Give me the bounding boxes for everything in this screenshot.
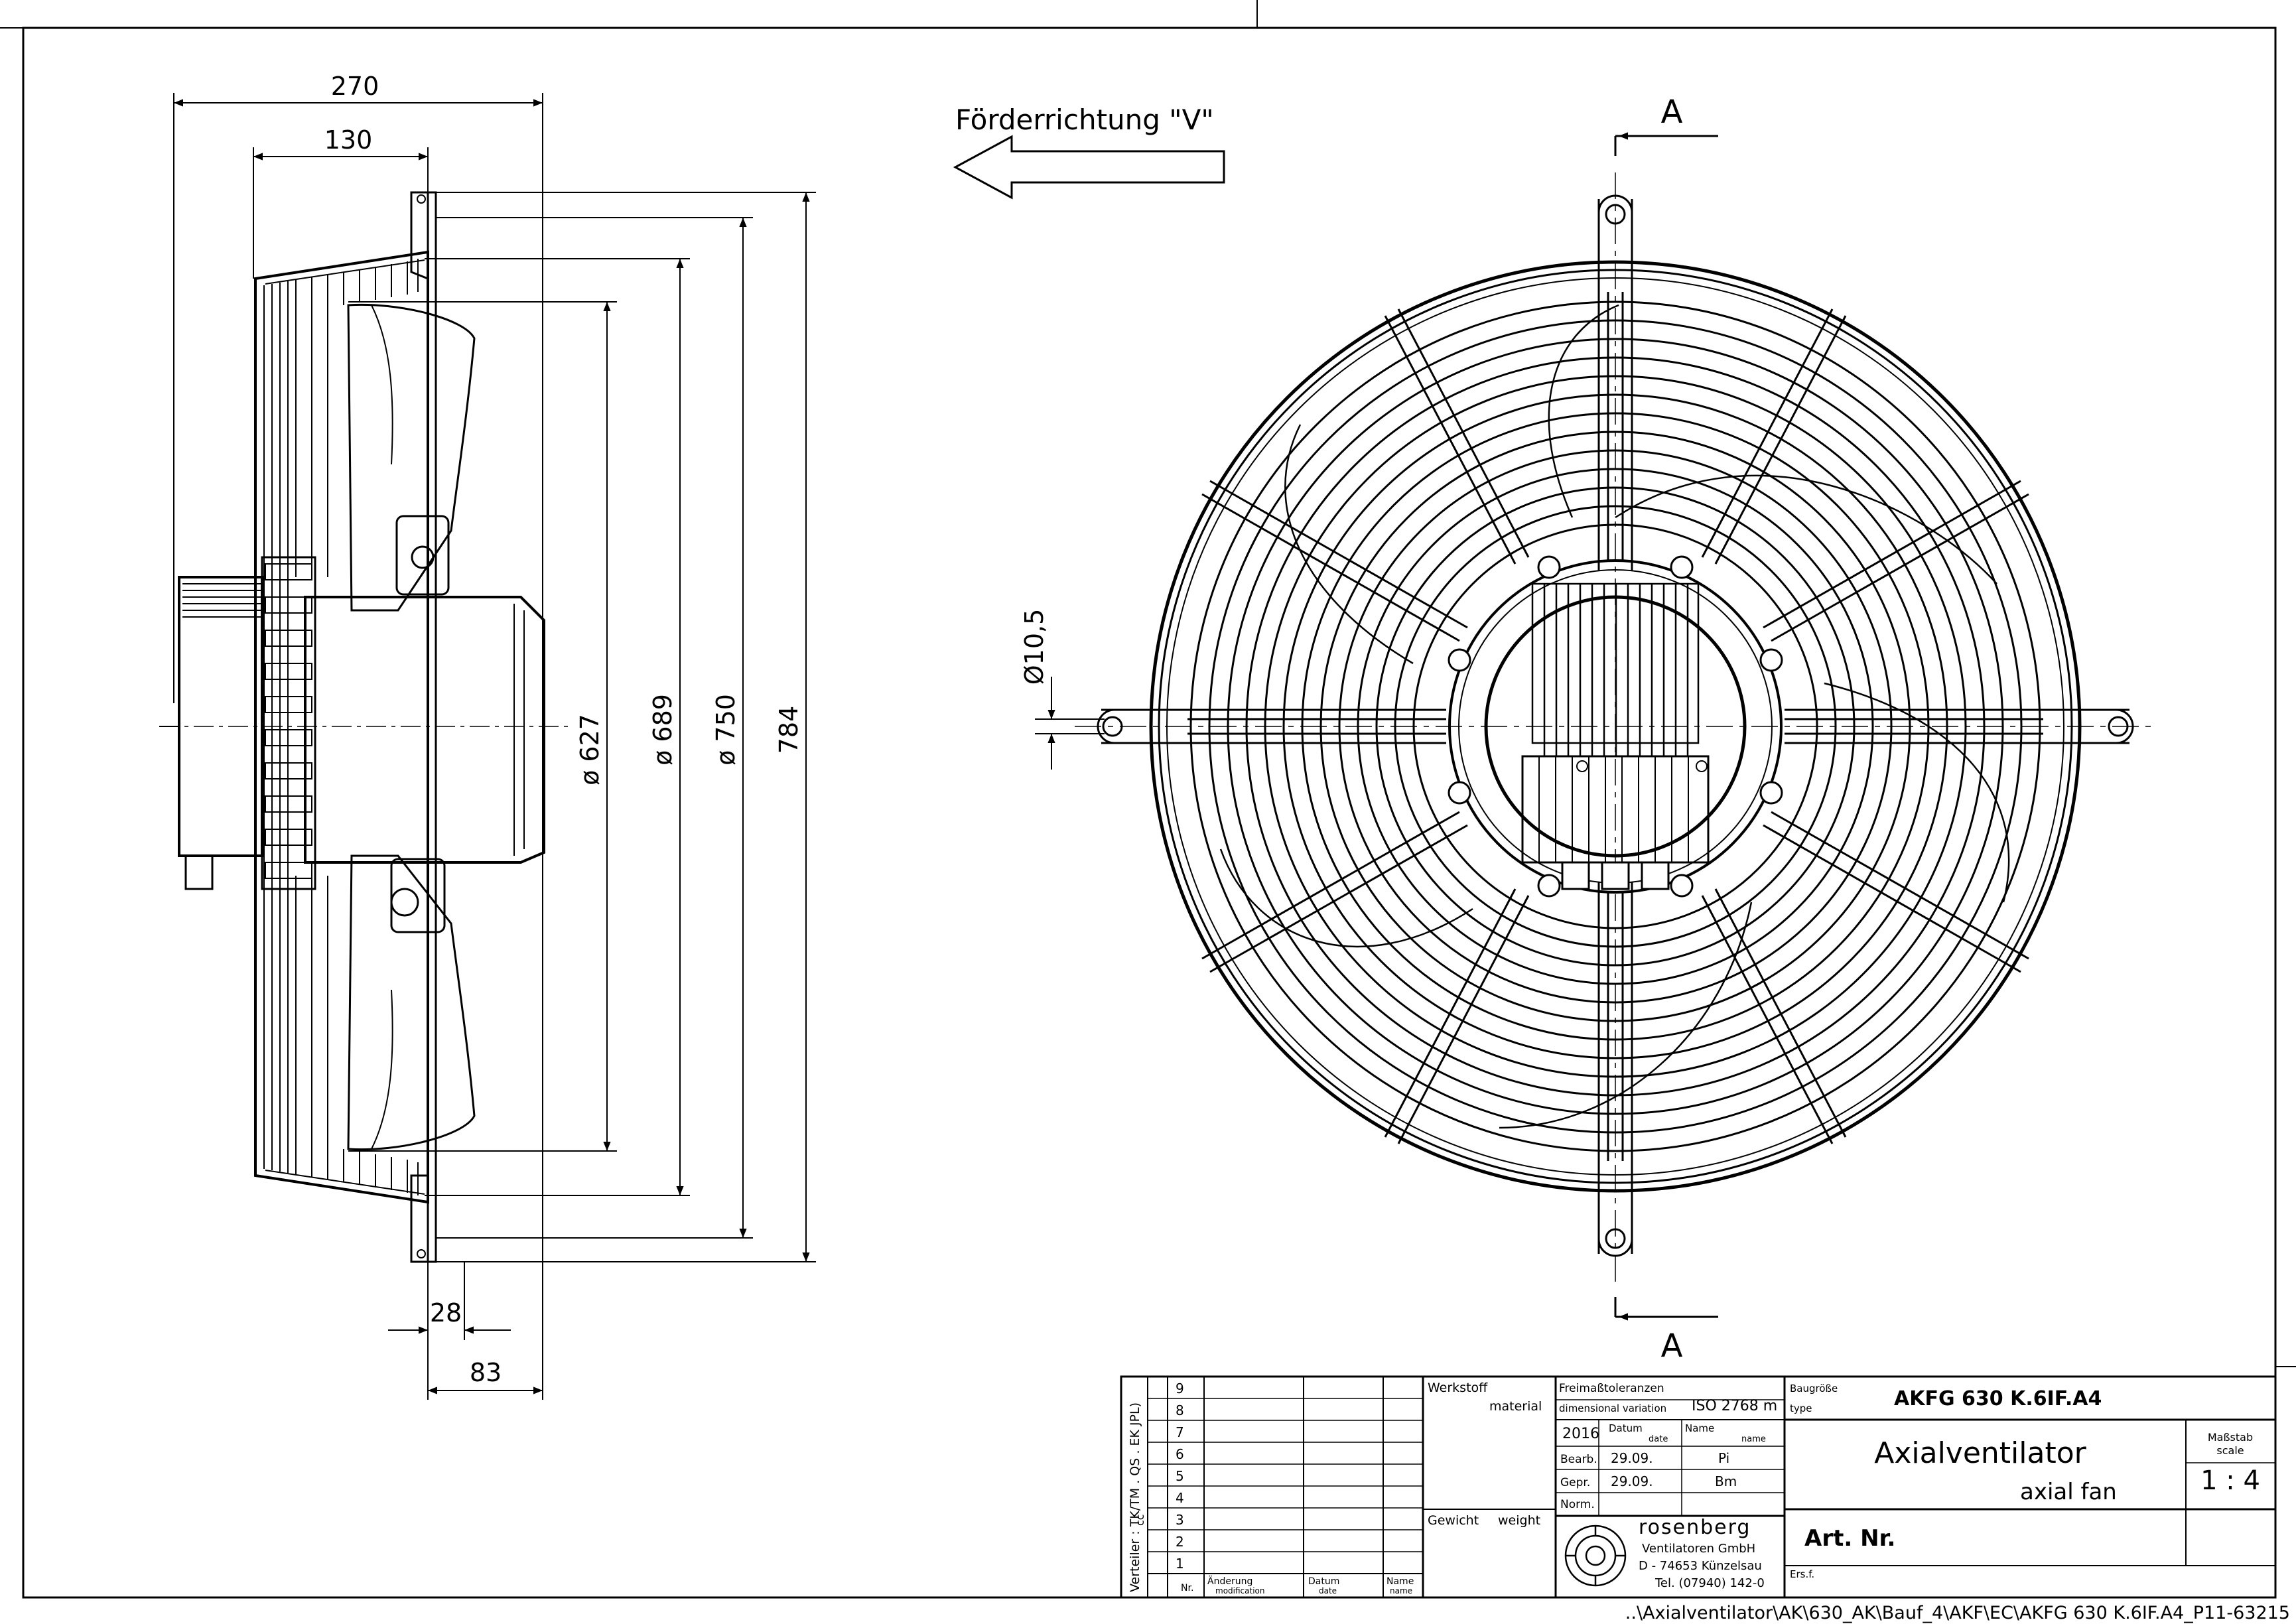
rev-header-change-en: modification xyxy=(1215,1586,1264,1595)
revision-row-numbers: 9 8 7 6 5 4 3 2 1 xyxy=(1176,1381,1184,1572)
flow-direction: Förderrichtung "V" xyxy=(953,103,1225,200)
rev-header-nr: Nr. xyxy=(1181,1583,1193,1593)
flow-direction-label: Förderrichtung "V" xyxy=(955,103,1214,136)
date-label: date xyxy=(1649,1434,1668,1444)
rev-header-date-en: date xyxy=(1319,1586,1337,1595)
rev-num: 2 xyxy=(1176,1534,1184,1550)
file-path: ..\Axialventilator\AK\630_AK\Bauf_4\AKF\… xyxy=(1625,1603,2290,1623)
dim-130: 130 xyxy=(324,125,373,155)
datum-label: Datum xyxy=(1609,1422,1643,1434)
rev-header-date: Datum xyxy=(1308,1576,1339,1587)
dim-784: 784 xyxy=(774,706,803,754)
company-name: rosenberg xyxy=(1639,1516,1751,1539)
rev-num: 9 xyxy=(1176,1381,1184,1396)
year-value: 2016 xyxy=(1562,1426,1599,1442)
flow-arrow-icon xyxy=(953,135,1225,200)
norm-label: Norm. xyxy=(1560,1498,1595,1511)
material-label: material xyxy=(1489,1399,1542,1414)
dim-28: 28 xyxy=(430,1298,462,1327)
size-en-label: type xyxy=(1790,1402,1812,1414)
iso-value: ISO 2768 m xyxy=(1692,1398,1777,1414)
bearb-date: 29.09. xyxy=(1611,1450,1653,1466)
rev-num: 3 xyxy=(1176,1512,1184,1528)
hole-dimension: Ø10,5 xyxy=(1020,609,1105,770)
rev-num: 8 xyxy=(1176,1402,1184,1418)
tolerances-de: Freimaßtoleranzen xyxy=(1559,1382,1664,1395)
company-logo xyxy=(1564,1524,1627,1587)
cooling-fins xyxy=(1531,582,1700,756)
gewicht-label: Gewicht xyxy=(1428,1513,1479,1528)
dim-dia-750: ø 750 xyxy=(711,694,740,766)
company-line2: Ventilatoren GmbH xyxy=(1642,1542,1755,1556)
title-de: Axialventilator xyxy=(1874,1436,2086,1470)
scale-value: 1 : 4 xyxy=(2200,1465,2260,1496)
rev-num: 6 xyxy=(1176,1446,1184,1462)
side-view xyxy=(159,191,571,1263)
rev-num: 7 xyxy=(1176,1424,1184,1440)
section-a-top: A xyxy=(1661,94,1683,131)
weight-label: weight xyxy=(1498,1513,1540,1528)
gepr-name: Bm xyxy=(1715,1473,1737,1489)
guard-rings xyxy=(1189,301,2041,1152)
bearb-name: Pi xyxy=(1718,1450,1729,1466)
rev-header-change: Änderung xyxy=(1207,1575,1252,1587)
size-de-label: Baugröße xyxy=(1790,1383,1838,1394)
tolerances-en: dimensional variation xyxy=(1559,1402,1666,1414)
gepr-label: Gepr. xyxy=(1560,1476,1590,1489)
verteiler-cc: cc xyxy=(1134,1514,1146,1526)
bearb-label: Bearb. xyxy=(1560,1453,1597,1466)
rev-header-name: Name xyxy=(1386,1576,1414,1587)
section-markers: A A xyxy=(1614,94,1718,1365)
grille-wires xyxy=(263,259,419,1195)
scale-de-label: Maßstab xyxy=(2208,1431,2253,1444)
dim-270: 270 xyxy=(331,72,379,101)
rev-num: 4 xyxy=(1176,1490,1184,1506)
rev-header-name-en: name xyxy=(1390,1586,1412,1595)
section-a-bottom: A xyxy=(1661,1327,1683,1365)
type-value: AKFG 630 K.6IF.A4 xyxy=(1894,1387,2102,1410)
front-view xyxy=(1075,172,2156,1284)
guard-struts xyxy=(1187,292,2043,1161)
verteiler-label: Verteiler : TK/TM . QS . EK JPL) xyxy=(1128,1402,1142,1592)
title-block-text: Verteiler : TK/TM . QS . EK JPL) cc 9 8 … xyxy=(1128,1381,2260,1595)
scale-en-label: scale xyxy=(2216,1444,2244,1457)
ersf-label: Ers.f. xyxy=(1790,1568,1814,1580)
name-en-label: name xyxy=(1741,1434,1766,1444)
dim-dia-689: ø 689 xyxy=(648,694,677,766)
werkstoff-label: Werkstoff xyxy=(1428,1381,1488,1395)
side-view-dimensions: 270 130 28 83 ø 627 ø 689 ø 750 784 xyxy=(173,72,816,1400)
hole-dim-label: Ø10,5 xyxy=(1020,609,1049,685)
dim-dia-627: ø 627 xyxy=(575,714,604,785)
title-en: axial fan xyxy=(2020,1479,2117,1505)
dim-83: 83 xyxy=(470,1358,502,1387)
title-block xyxy=(1120,1375,2277,1599)
company-line4: Tel. (07940) 142-0 xyxy=(1654,1576,1765,1590)
art-nr-label: Art. Nr. xyxy=(1804,1525,1895,1552)
rev-num: 5 xyxy=(1176,1468,1184,1484)
company-line3: D - 74653 Künzelsau xyxy=(1639,1559,1762,1573)
name-label: Name xyxy=(1685,1422,1714,1434)
motor-bolts xyxy=(1448,555,1783,898)
mounting-lugs xyxy=(1097,194,2134,1257)
rev-num: 1 xyxy=(1176,1556,1184,1572)
gepr-date: 29.09. xyxy=(1611,1473,1653,1489)
